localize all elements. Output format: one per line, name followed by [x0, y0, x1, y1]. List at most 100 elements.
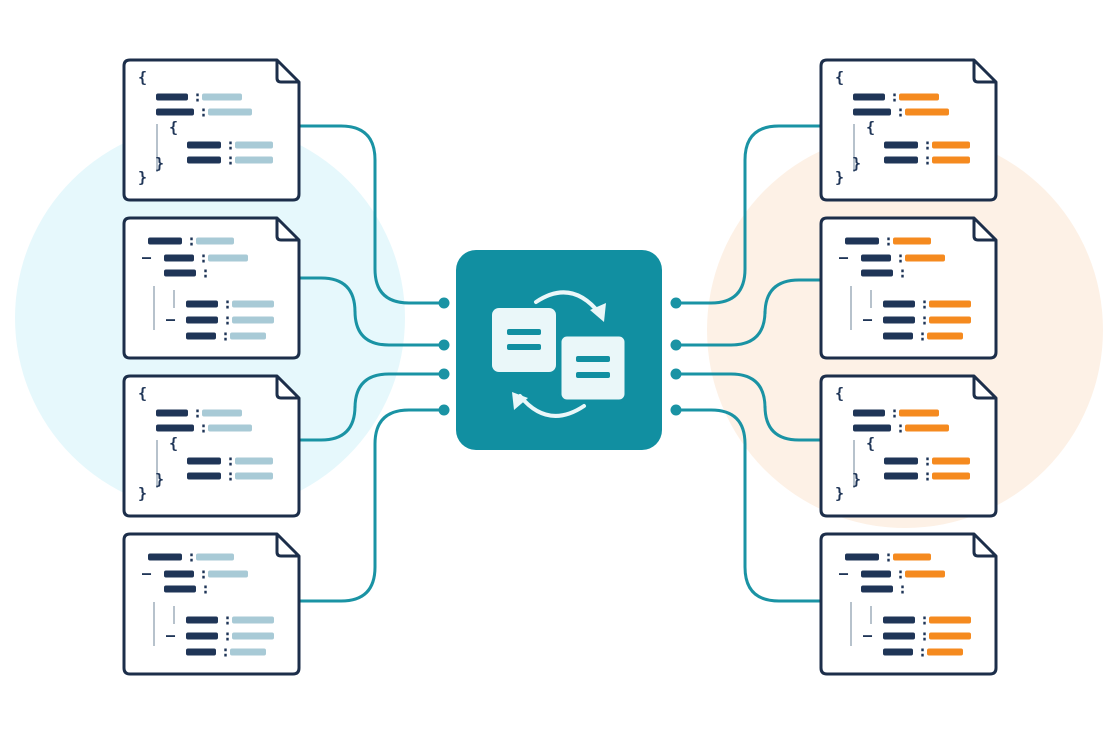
key-bar	[148, 237, 182, 245]
value-bar	[929, 632, 971, 640]
open-brace: {	[835, 69, 844, 87]
colon: :	[896, 103, 905, 121]
colon: :	[920, 627, 929, 645]
list-dash: –	[839, 565, 849, 583]
value-bar	[232, 300, 274, 308]
refresh-arrow-bottom	[518, 394, 586, 418]
key-bar	[186, 300, 218, 308]
colon: :	[201, 580, 210, 598]
connector-line-left-3	[300, 372, 444, 442]
close-brace: }	[155, 155, 164, 173]
document-frame	[122, 58, 301, 202]
colon: :	[226, 136, 235, 154]
source-doc-3: {::{::}}	[122, 374, 301, 518]
list-dash: –	[863, 311, 873, 329]
value-bar	[932, 141, 970, 149]
colon: :	[896, 249, 905, 267]
value-bar	[905, 254, 945, 262]
open-brace: {	[138, 69, 147, 87]
document-fold	[275, 218, 299, 242]
value-bar	[235, 457, 273, 465]
colon: :	[226, 467, 235, 485]
list-dash: –	[142, 565, 152, 583]
list-dash: –	[166, 311, 176, 329]
colon: :	[923, 151, 932, 169]
document-fold	[275, 60, 299, 84]
key-bar	[853, 93, 885, 101]
hub-document-line	[507, 329, 541, 335]
value-bar	[208, 424, 252, 432]
document-fold	[275, 376, 299, 400]
source-doc-4: :–:::–::	[122, 532, 301, 676]
key-bar	[853, 409, 885, 417]
transformer-hub	[456, 250, 662, 450]
key-bar	[156, 424, 194, 432]
connector-port-left-4	[438, 404, 450, 416]
colon: :	[918, 643, 927, 661]
refresh-arrowhead-bottom	[512, 392, 528, 410]
colon: :	[920, 611, 929, 629]
hub-document-back	[492, 308, 556, 372]
value-bar	[929, 616, 971, 624]
colon: :	[193, 404, 202, 422]
target-doc-3: {::{::}}	[819, 374, 998, 518]
connector-port-right-2	[670, 339, 682, 351]
key-bar	[845, 553, 879, 561]
key-bar	[164, 570, 194, 578]
value-bar	[208, 108, 252, 116]
value-bar	[927, 332, 963, 340]
key-bar	[853, 424, 891, 432]
key-bar	[187, 457, 221, 465]
value-bar	[932, 156, 970, 164]
list-dash: –	[166, 627, 176, 645]
connector-line-right-2	[676, 278, 820, 347]
colon: :	[923, 452, 932, 470]
value-bar	[905, 424, 949, 432]
list-dash: –	[142, 249, 152, 267]
open-brace: {	[169, 435, 178, 453]
hub-document-line	[576, 356, 610, 362]
key-bar	[186, 616, 218, 624]
key-bar	[156, 93, 188, 101]
document-fold	[972, 218, 996, 242]
colon: :	[923, 467, 932, 485]
key-bar	[164, 254, 194, 262]
key-bar	[186, 316, 218, 324]
key-bar	[845, 237, 879, 245]
connector-port-left-2	[438, 339, 450, 351]
list-dash: –	[863, 627, 873, 645]
key-bar	[861, 269, 893, 277]
sync-transform-icon	[492, 290, 628, 418]
target-doc-2: :–:::–::	[819, 216, 998, 360]
source-doc-1: {::{::}}	[122, 58, 301, 202]
value-bar	[927, 648, 963, 656]
colon: :	[201, 264, 210, 282]
key-bar	[156, 409, 188, 417]
colon: :	[199, 565, 208, 583]
open-brace: {	[169, 119, 178, 137]
value-bar	[899, 409, 939, 417]
value-bar	[202, 93, 242, 101]
value-bar	[893, 553, 931, 561]
colon: :	[920, 295, 929, 313]
colon: :	[223, 627, 232, 645]
key-bar	[187, 141, 221, 149]
refresh-arrows-icon	[512, 290, 606, 418]
value-bar	[208, 570, 248, 578]
colon: :	[884, 232, 893, 250]
value-bar	[196, 237, 234, 245]
key-bar	[187, 156, 221, 164]
close-brace: }	[835, 485, 844, 503]
key-bar	[884, 457, 918, 465]
value-bar	[899, 93, 939, 101]
key-bar	[861, 585, 893, 593]
key-bar	[186, 632, 218, 640]
value-bar	[235, 156, 273, 164]
key-bar	[883, 300, 915, 308]
value-bar	[929, 316, 971, 324]
value-bar	[235, 141, 273, 149]
close-brace: }	[835, 169, 844, 187]
close-brace: }	[138, 485, 147, 503]
key-bar	[148, 553, 182, 561]
value-bar	[196, 553, 234, 561]
